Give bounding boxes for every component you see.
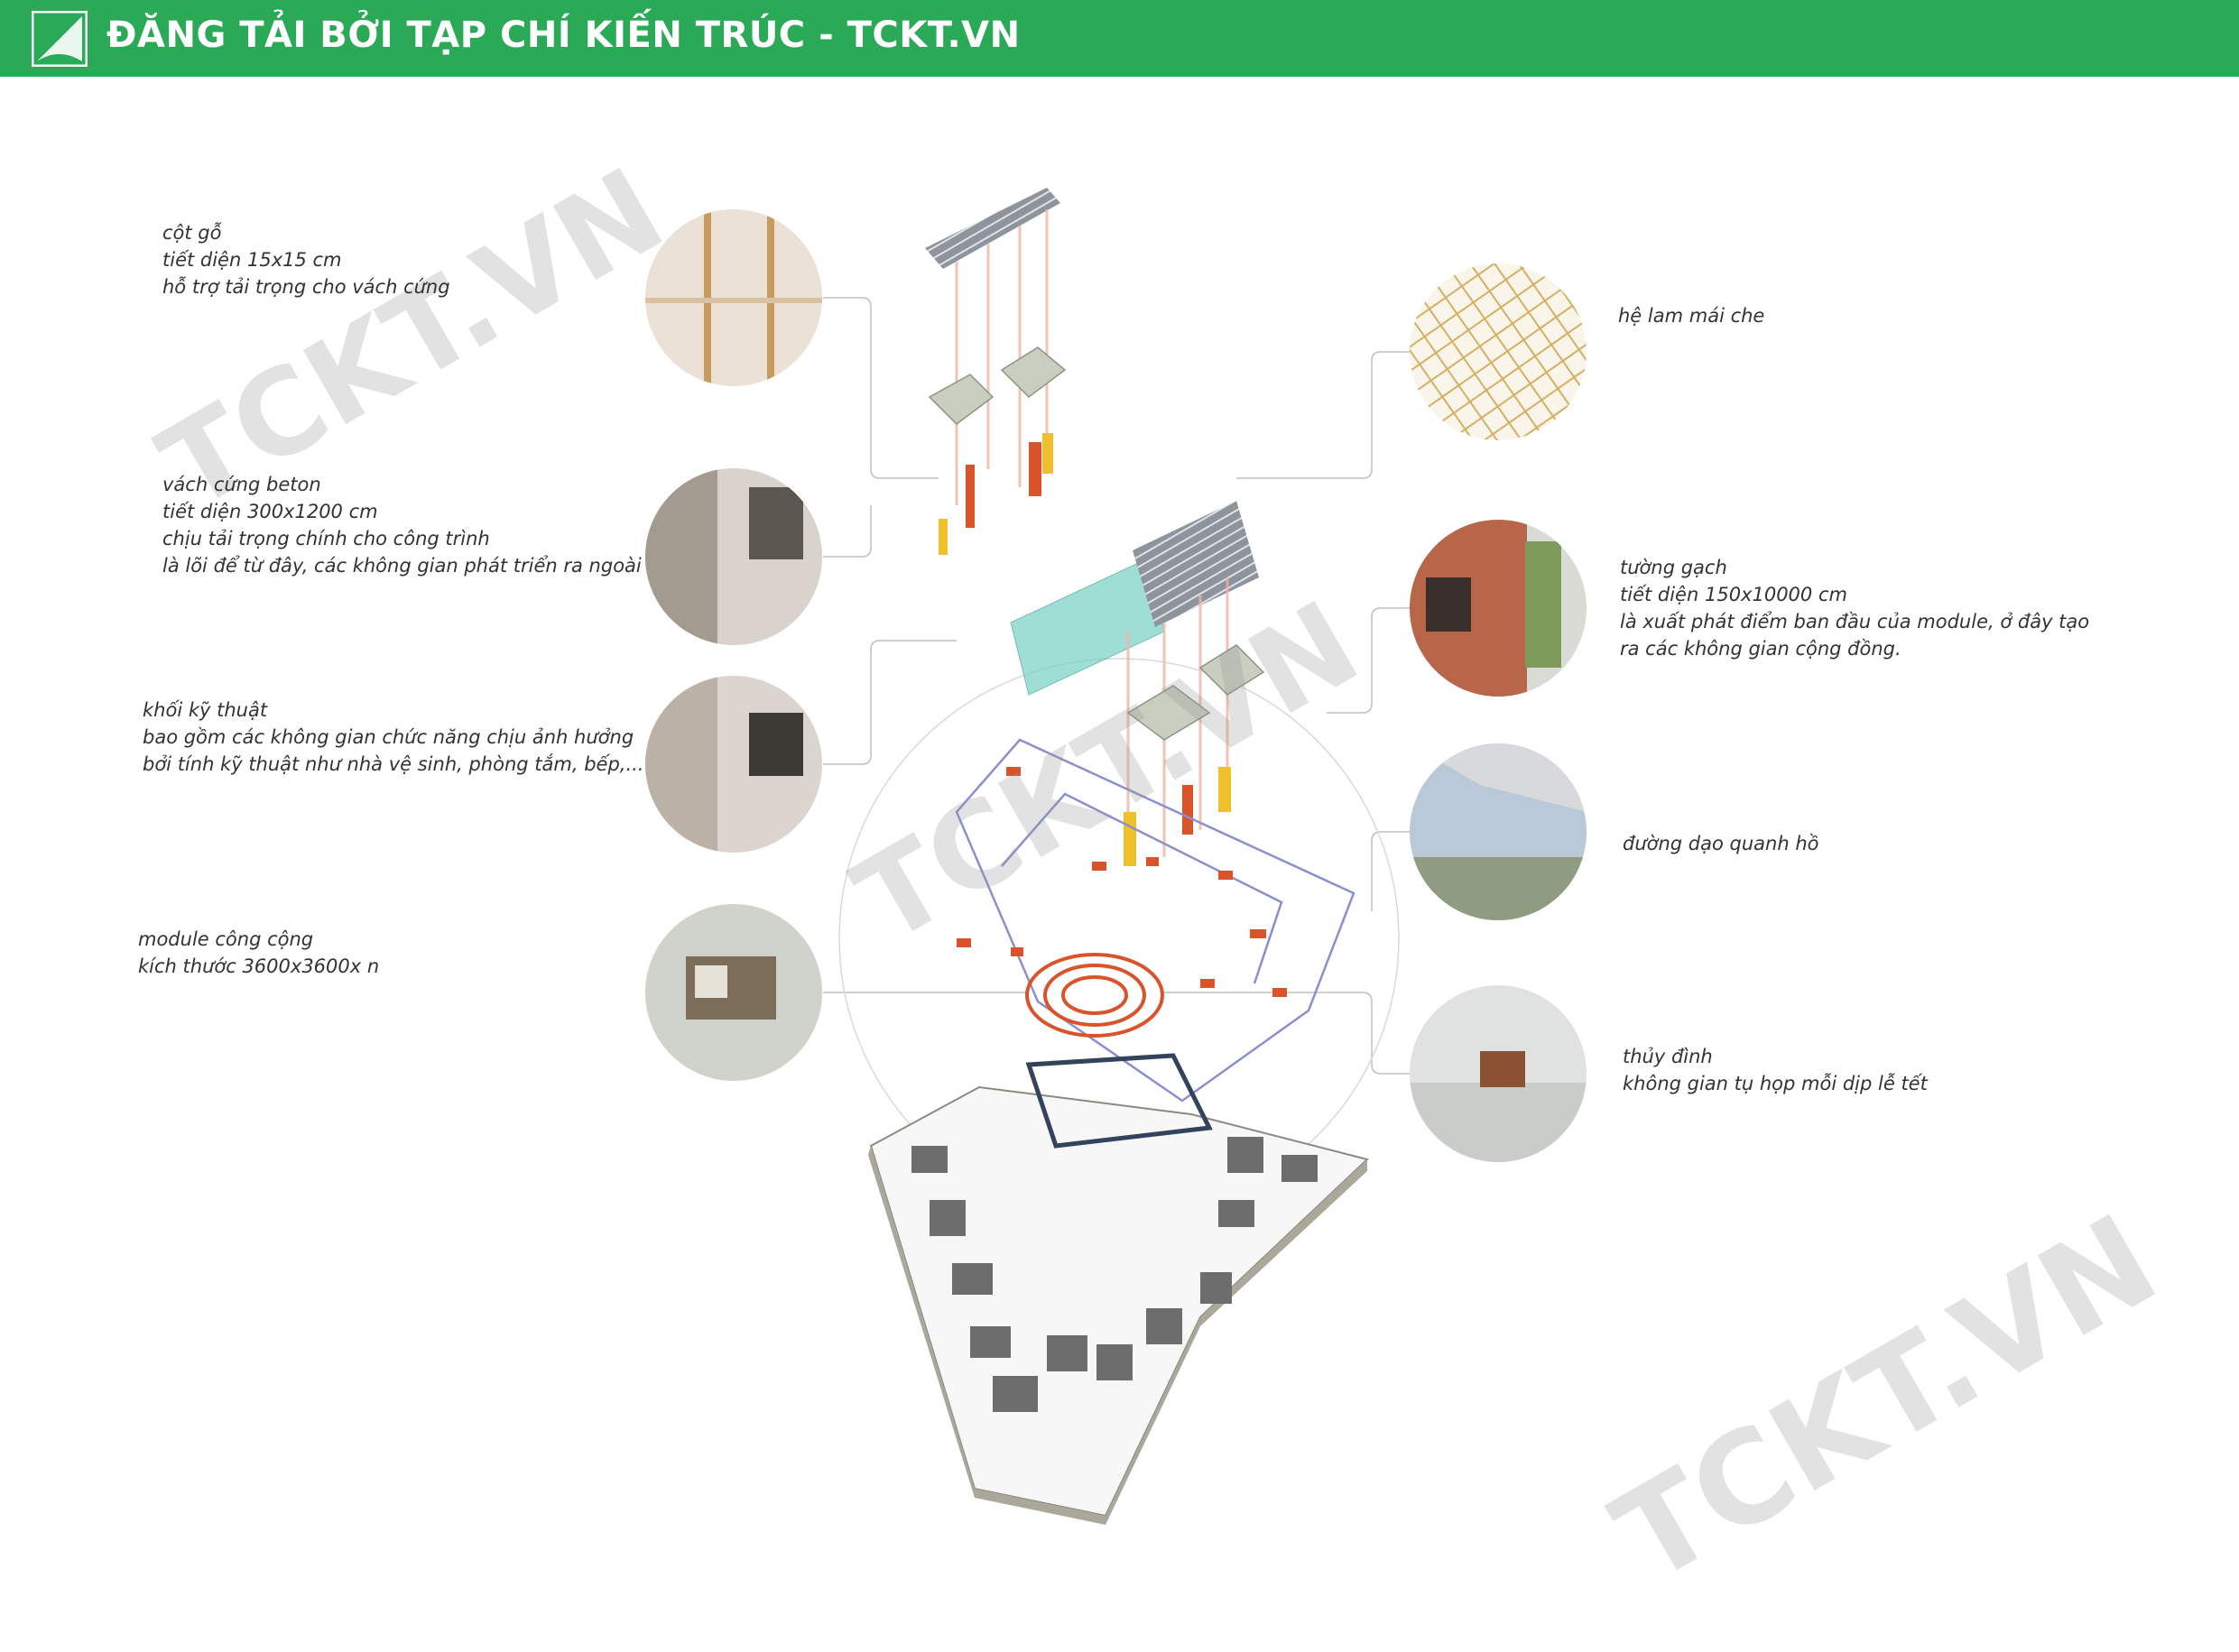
callout-water-pavilion: thủy đình không gian tụ họp mỗi dịp lễ t… bbox=[1623, 1043, 1928, 1097]
top-roof-layer bbox=[925, 188, 1067, 555]
callout-line: là lõi để từ đây, các không gian phát tr… bbox=[162, 555, 642, 577]
callout-line: bởi tính kỹ thuật như nhà vệ sinh, phòng… bbox=[143, 753, 644, 775]
callout-title: vách cứng beton bbox=[162, 474, 321, 495]
callout-line: hỗ trợ tải trọng cho vách cứng bbox=[162, 276, 450, 298]
callout-line: kích thước 3600x3600x n bbox=[138, 955, 380, 977]
thumb-lake-walkway bbox=[1410, 743, 1587, 920]
callout-line: tiết diện 300x1200 cm bbox=[162, 501, 378, 522]
tckt-logo-icon bbox=[32, 11, 88, 67]
callout-title: đường dạo quanh hồ bbox=[1623, 833, 1819, 854]
callout-title: thủy đình bbox=[1623, 1046, 1713, 1067]
callout-line: chịu tải trọng chính cho công trình bbox=[162, 528, 490, 549]
thumb-roof-louver bbox=[1410, 263, 1587, 440]
callout-line: tiết diện 15x15 cm bbox=[162, 249, 342, 271]
thumb-brick-wall bbox=[1410, 520, 1587, 697]
callout-concrete-wall: vách cứng beton tiết diện 300x1200 cm ch… bbox=[162, 471, 642, 579]
callout-wood-column: cột gỗ tiết diện 15x15 cm hỗ trợ tải trọ… bbox=[162, 219, 450, 300]
thumb-public-module bbox=[645, 904, 822, 1081]
central-pavilion bbox=[1025, 953, 1164, 1038]
callout-line: bao gồm các không gian chức năng chịu ản… bbox=[143, 726, 634, 748]
callout-roof-louver: hệ lam mái che bbox=[1618, 302, 1764, 329]
plan-outline-layer bbox=[955, 738, 1355, 1103]
middle-roof-layer bbox=[1010, 501, 1265, 866]
callout-title: tường gạch bbox=[1620, 557, 1727, 578]
callout-title: cột gỗ bbox=[162, 222, 222, 244]
callout-lake-walkway: đường dạo quanh hồ bbox=[1623, 830, 1819, 857]
callout-brick-wall: tường gạch tiết diện 150x10000 cm là xuấ… bbox=[1620, 554, 2089, 662]
callout-title: module công cộng bbox=[138, 928, 314, 950]
connector-lines bbox=[823, 297, 1410, 1075]
thumb-concrete-wall bbox=[645, 468, 822, 645]
thumb-technical-block bbox=[645, 676, 822, 853]
header-title: ĐĂNG TẢI BỞI TẠP CHÍ KIẾN TRÚC - TCKT.VN bbox=[106, 14, 1021, 56]
site-base bbox=[868, 1053, 1370, 1525]
header-bar: ĐĂNG TẢI BỞI TẠP CHÍ KIẾN TRÚC - TCKT.VN bbox=[0, 0, 2239, 77]
thumb-water-pavilion bbox=[1410, 985, 1587, 1162]
callout-title: hệ lam mái che bbox=[1618, 305, 1765, 327]
callout-line: là xuất phát điểm ban đầu của module, ở … bbox=[1620, 611, 2090, 632]
callout-line: không gian tụ họp mỗi dịp lễ tết bbox=[1623, 1073, 1928, 1094]
callout-line: ra các không gian cộng đồng. bbox=[1620, 638, 1901, 660]
callout-line: tiết diện 150x10000 cm bbox=[1620, 584, 1847, 605]
callout-technical-block: khối kỹ thuật bao gồm các không gian chứ… bbox=[143, 697, 643, 778]
callout-title: khối kỹ thuật bbox=[143, 699, 268, 721]
callout-public-module: module công cộng kích thước 3600x3600x n bbox=[138, 926, 379, 980]
thumb-wood-column bbox=[645, 209, 822, 386]
